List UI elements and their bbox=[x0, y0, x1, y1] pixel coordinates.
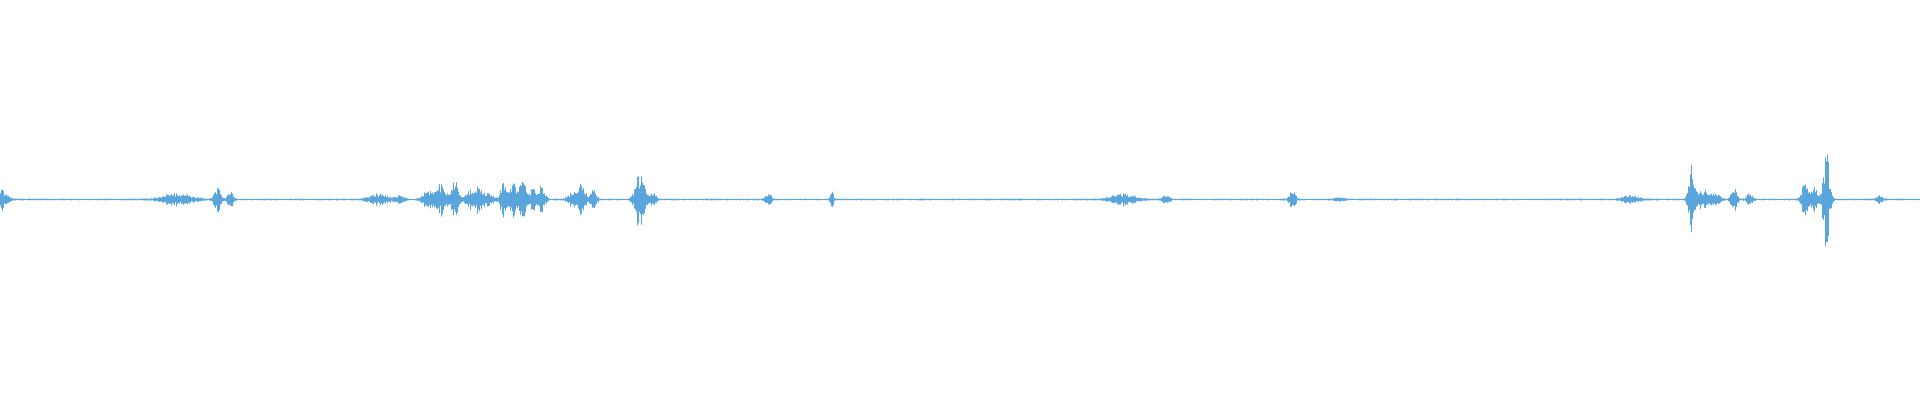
waveform-trace bbox=[0, 154, 1920, 247]
